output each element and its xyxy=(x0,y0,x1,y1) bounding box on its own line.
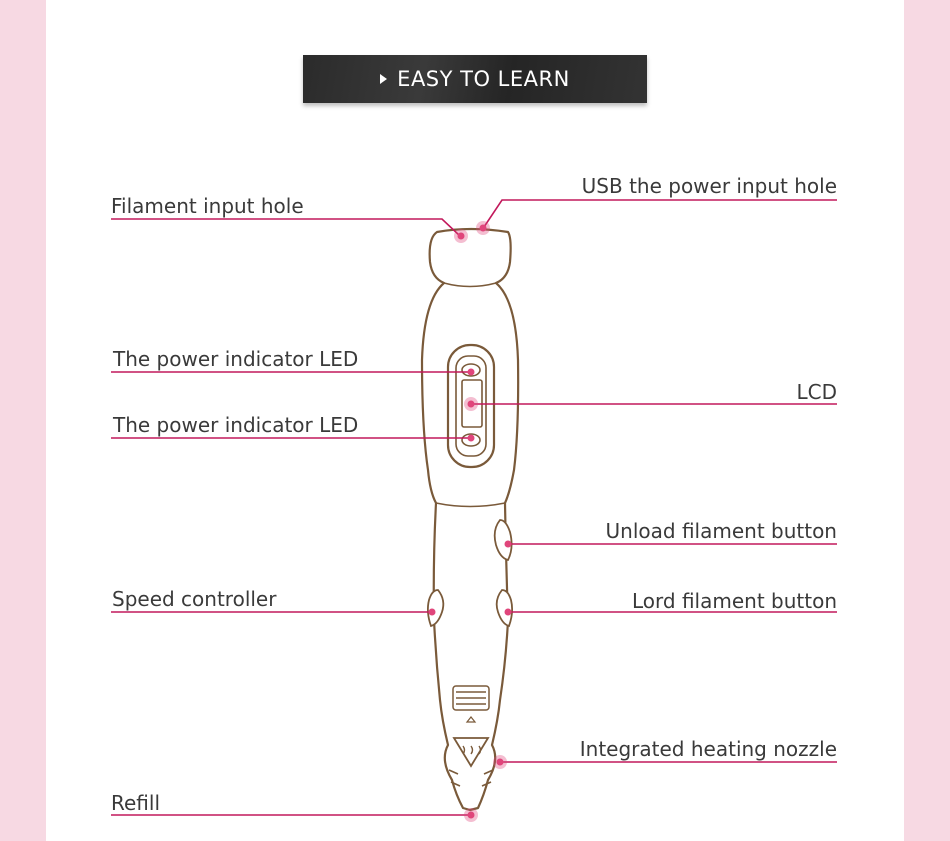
label-refill: Refill xyxy=(111,791,161,815)
label-power-led-1: The power indicator LED xyxy=(113,347,359,371)
speed-controller-shape xyxy=(426,589,445,628)
arrow-mark-icon xyxy=(465,716,477,723)
pen-collar xyxy=(443,282,497,288)
section-banner: EASY TO LEARN xyxy=(303,55,647,103)
label-unload-button: Unload filament button xyxy=(605,519,837,543)
vent-grille xyxy=(452,685,490,711)
nozzle-ribs xyxy=(448,769,494,787)
label-filament-input-hole: Filament input hole xyxy=(111,194,304,218)
unload-button-shape xyxy=(493,519,513,562)
leader-lines xyxy=(111,199,837,816)
load-button-shape xyxy=(495,589,514,628)
label-load-button: Lord filament button xyxy=(632,589,837,613)
callout-dots xyxy=(428,221,512,822)
play-triangle-icon xyxy=(380,74,388,84)
pen-grip-line xyxy=(435,502,506,508)
pen-body xyxy=(420,227,520,812)
label-heating-nozzle: Integrated heating nozzle xyxy=(579,737,837,761)
label-speed-controller: Speed controller xyxy=(112,587,277,611)
label-usb-power-input-hole: USB the power input hole xyxy=(581,174,837,198)
heat-warning-icon xyxy=(452,737,490,768)
label-lcd: LCD xyxy=(796,380,837,404)
label-power-led-2: The power indicator LED xyxy=(113,413,359,437)
banner-title: EASY TO LEARN xyxy=(397,67,570,91)
